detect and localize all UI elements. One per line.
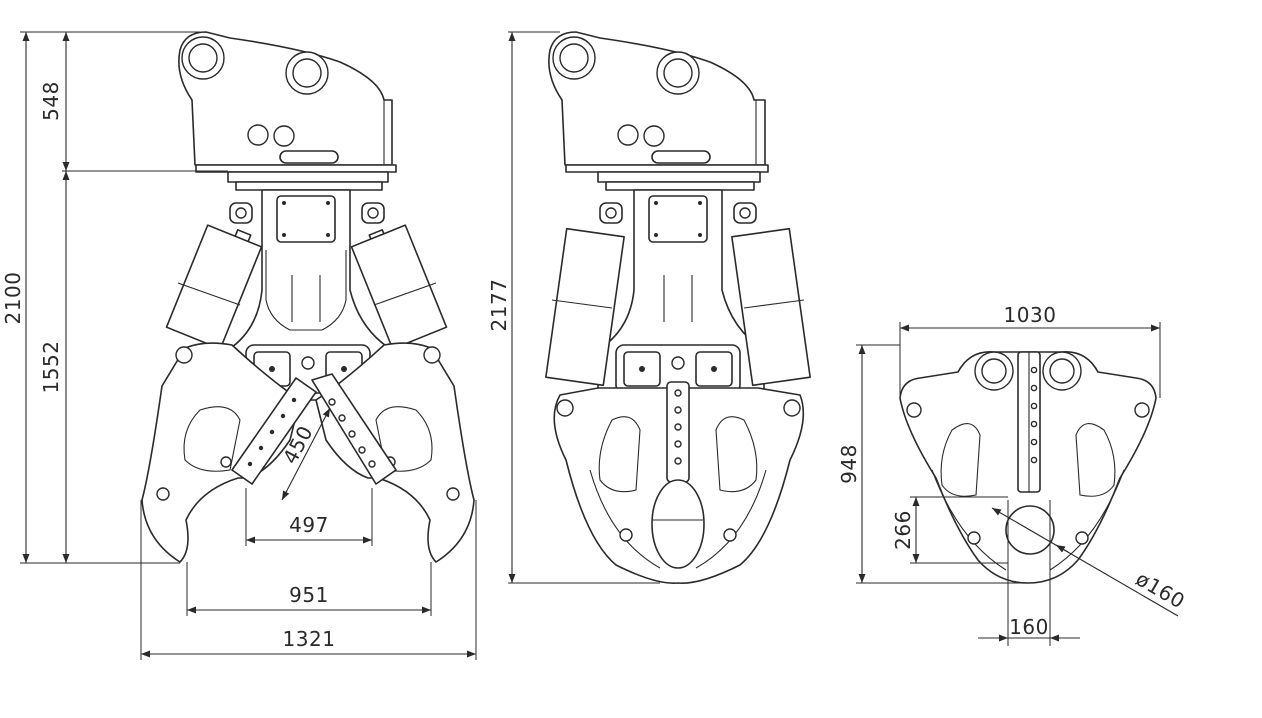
front-mount-bracket — [178, 31, 393, 166]
dim-front-height-top: 548 — [39, 81, 63, 121]
front-cylinder-left — [165, 224, 263, 350]
front-blade-left — [231, 377, 317, 485]
dim-front-jaw-throat: 497 — [289, 513, 329, 537]
dim-front-height-bottom: 1552 — [39, 341, 63, 394]
dim-front-overall-width: 1321 — [283, 627, 336, 651]
side-mount-bracket — [548, 31, 766, 166]
dim-bottom-offset: 266 — [891, 510, 915, 550]
side-cylinder-right — [731, 227, 811, 387]
front-view: 2100 548 1552 450 497 951 1321 — [1, 31, 477, 660]
side-cylinder-left — [545, 227, 625, 387]
dim-bottom-slot-width: 160 — [1009, 615, 1049, 639]
dim-side-height-total: 2177 — [487, 279, 511, 332]
front-cylinder-right — [350, 224, 448, 350]
side-jaw-tip — [651, 479, 705, 569]
dim-front-height-total: 2100 — [1, 272, 25, 325]
dim-front-opening-width: 951 — [289, 583, 329, 607]
bottom-view: 1030 948 266 160 ø160 — [837, 303, 1189, 646]
side-view: 2177 — [487, 31, 811, 584]
dim-bottom-height: 948 — [837, 444, 861, 484]
dim-bottom-width: 1030 — [1004, 303, 1057, 327]
